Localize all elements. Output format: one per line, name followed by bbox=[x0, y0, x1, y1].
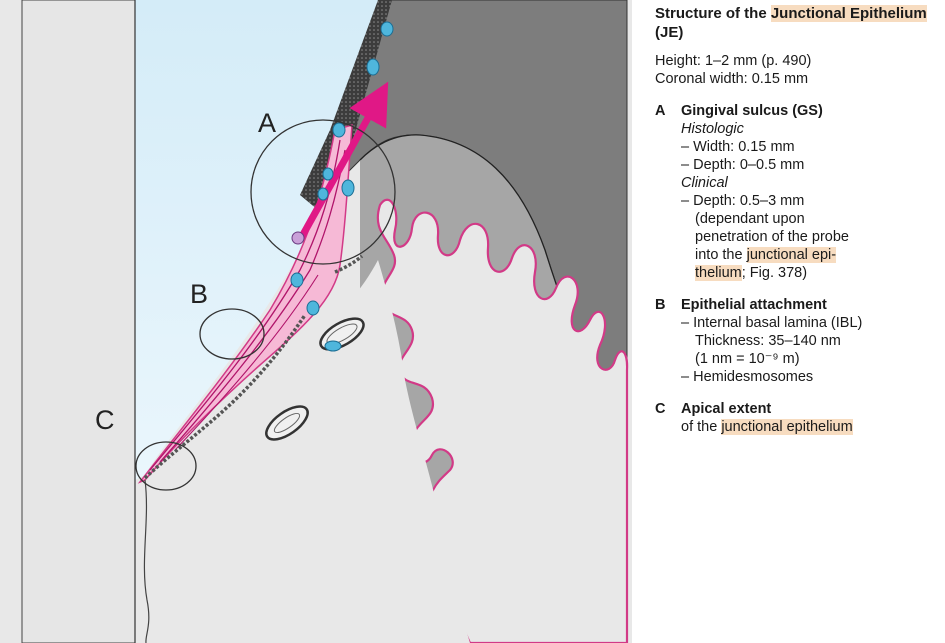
leukocyte-1 bbox=[381, 22, 393, 36]
section-c-head: C Apical extent bbox=[655, 400, 940, 418]
section-b-head: B Epithelial attachment bbox=[655, 296, 940, 314]
section-a-body: Histologic – Width: 0.15 mm – Depth: 0–0… bbox=[681, 120, 940, 282]
clinical-note-line-2: penetration of the probe bbox=[681, 228, 940, 246]
note-line3-highlight: junctional epi- bbox=[747, 247, 836, 263]
section-a-head: A Gingival sulcus (GS) bbox=[655, 102, 940, 120]
apical-sub-prefix: of the bbox=[681, 419, 721, 435]
clinical-note-line-4: thelium; Fig. 378) bbox=[681, 264, 940, 282]
diagram-svg: A B C bbox=[0, 0, 632, 643]
section-c-body: of the junctional epithelium bbox=[681, 418, 940, 436]
histologic-depth: – Depth: 0–0.5 mm bbox=[681, 156, 940, 174]
callout-label-c: C bbox=[95, 405, 115, 435]
leukocyte-2 bbox=[367, 59, 379, 75]
legend-panel: Structure of the Junctional Epithelium (… bbox=[655, 4, 940, 436]
height-line: Height: 1–2 mm (p. 490) bbox=[655, 52, 940, 70]
clinical-depth: – Depth: 0.5–3 mm bbox=[681, 192, 940, 210]
title-highlight: Junctional Epithelium bbox=[771, 5, 927, 22]
section-c-heading: Apical extent bbox=[681, 400, 771, 418]
leukocyte-3 bbox=[333, 123, 345, 137]
callout-label-a: A bbox=[258, 108, 276, 138]
clinical-note-line-3: into the junctional epi- bbox=[681, 246, 940, 264]
clinical-note-line-1: (dependant upon bbox=[681, 210, 940, 228]
coronal-width-line: Coronal width: 0.15 mm bbox=[655, 70, 940, 88]
leukocyte-7 bbox=[291, 273, 303, 287]
leukocyte-6 bbox=[318, 188, 328, 200]
section-b: B Epithelial attachment – Internal basal… bbox=[655, 296, 940, 386]
section-a: A Gingival sulcus (GS) Histologic – Widt… bbox=[655, 102, 940, 282]
histologic-label: Histologic bbox=[681, 120, 940, 138]
section-b-body: – Internal basal lamina (IBL) Thickness:… bbox=[681, 314, 940, 386]
thickness-line: Thickness: 35–140 nm bbox=[681, 332, 940, 350]
section-b-heading: Epithelial attachment bbox=[681, 296, 827, 314]
section-a-heading: Gingival sulcus (GS) bbox=[681, 102, 823, 120]
histologic-width: – Width: 0.15 mm bbox=[681, 138, 940, 156]
leukocyte-4 bbox=[323, 168, 333, 180]
section-c: C Apical extent of the junctional epithe… bbox=[655, 400, 940, 436]
note-line3-prefix: into the bbox=[695, 247, 747, 263]
section-b-letter: B bbox=[655, 296, 681, 314]
apical-extent-sub: of the junctional epithelium bbox=[681, 418, 940, 436]
leukocyte-8 bbox=[307, 301, 319, 315]
clinical-label: Clinical bbox=[681, 174, 940, 192]
note-line4-highlight: thelium bbox=[695, 265, 742, 281]
nm-definition-line: (1 nm = 10⁻⁹ m) bbox=[681, 350, 940, 368]
title-prefix: Structure of the bbox=[655, 5, 771, 22]
note-line4-suffix: ; Fig. 378) bbox=[742, 265, 807, 281]
section-c-letter: C bbox=[655, 400, 681, 418]
ibl-line: – Internal basal lamina (IBL) bbox=[681, 314, 940, 332]
section-a-letter: A bbox=[655, 102, 681, 120]
callout-label-b: B bbox=[190, 279, 208, 309]
junctional-epithelium-diagram: A B C bbox=[0, 0, 632, 643]
tooth-enamel-region bbox=[22, 0, 135, 643]
apical-sub-highlight: junctional epithelium bbox=[721, 419, 852, 435]
title-suffix: (JE) bbox=[655, 24, 683, 41]
leukocyte-5 bbox=[342, 180, 354, 196]
legend-title: Structure of the Junctional Epithelium (… bbox=[655, 4, 940, 42]
migrating-cell bbox=[292, 232, 304, 244]
hemidesmosomes-line: – Hemidesmosomes bbox=[681, 368, 940, 386]
